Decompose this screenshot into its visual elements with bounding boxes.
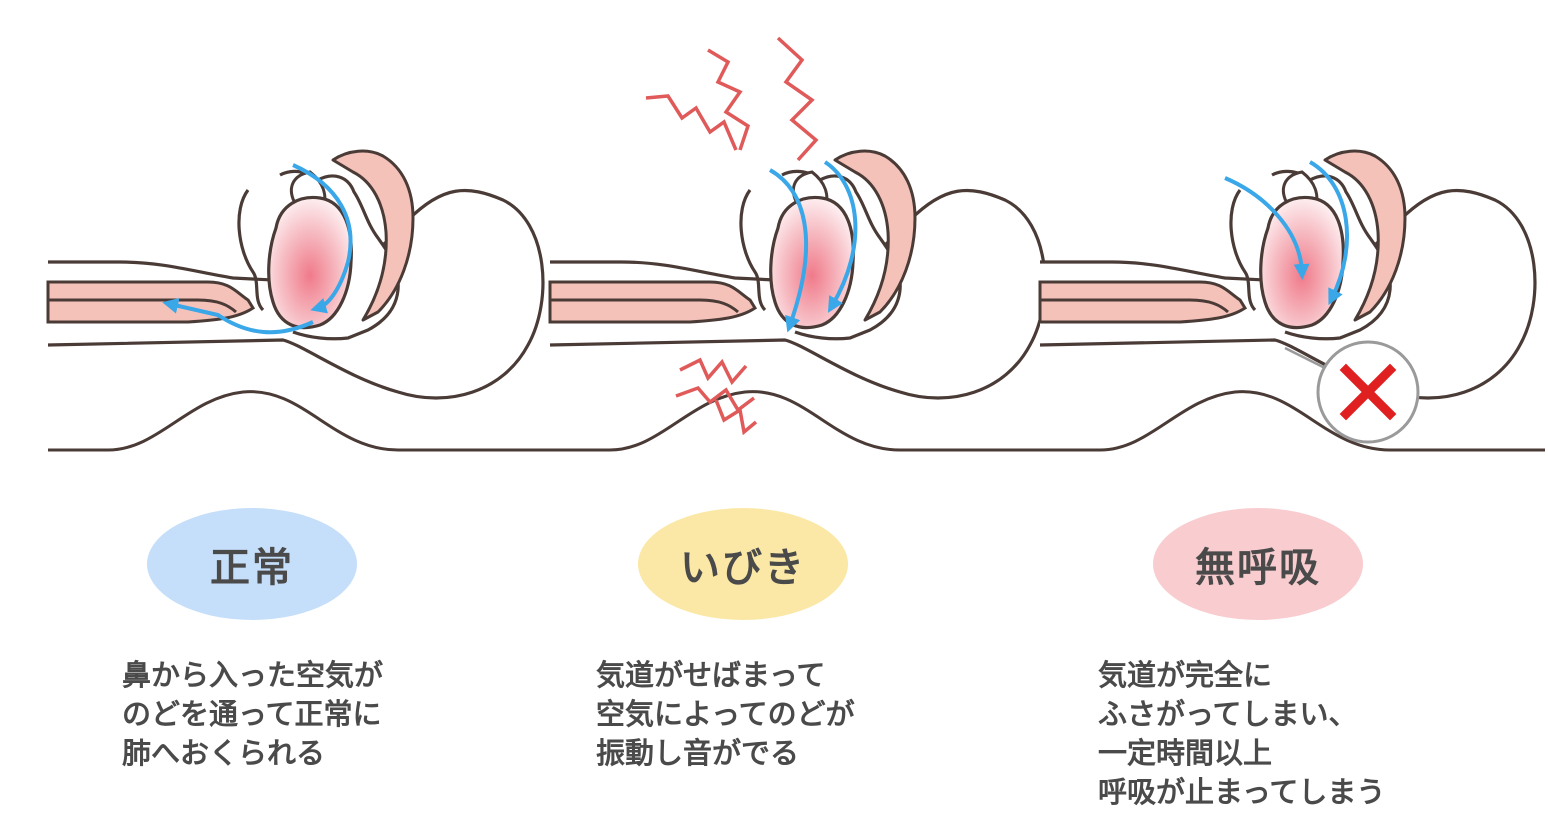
airflow-arrow-lung bbox=[162, 297, 314, 335]
airflow-arrow-apnea-2 bbox=[1308, 160, 1350, 306]
normal-line-2: のどを通って正常に bbox=[122, 697, 382, 731]
snoring-panel: いびき 気道がせばまって 空気によってのどが 振動し音がでる bbox=[490, 470, 1006, 839]
cross-icon bbox=[1339, 363, 1397, 421]
airflow-arrow-snore-1 bbox=[769, 168, 809, 333]
apnea-panel: 無呼吸 気道が完全に ふさがってしまい、 一定時間以上 呼吸が止まってしまう bbox=[1000, 470, 1516, 839]
apnea-line-1: 気道が完全に bbox=[1098, 658, 1273, 692]
snoring-line-2: 空気によってのどが bbox=[596, 697, 855, 731]
snoring-line-3: 振動し音がでる bbox=[596, 736, 800, 770]
snoring-badge: いびき bbox=[638, 508, 848, 620]
normal-line-3: 肺へおくられる bbox=[122, 736, 326, 770]
apnea-line-2: ふさがってしまい、 bbox=[1098, 697, 1358, 731]
airflow-arrow-apnea-1 bbox=[1224, 176, 1310, 280]
apnea-description: 気道が完全に ふさがってしまい、 一定時間以上 呼吸が止まってしまう bbox=[1098, 656, 1385, 812]
snoring-description: 気道がせばまって 空気によってのどが 振動し音がでる bbox=[596, 656, 855, 773]
airflow-arrow-snore-2 bbox=[823, 160, 858, 313]
normal-description: 鼻から入った空気が のどを通って正常に 肺へおくられる bbox=[122, 656, 383, 773]
apnea-line-4: 呼吸が止まってしまう bbox=[1098, 775, 1386, 809]
apnea-line-3: 一定時間以上 bbox=[1098, 736, 1273, 770]
vibration-marks bbox=[645, 36, 819, 436]
normal-illustration bbox=[46, 149, 555, 452]
normal-panel: 正常 鼻から入った空気が のどを通って正常に 肺へおくられる bbox=[0, 470, 516, 839]
apnea-title: 無呼吸 bbox=[1195, 545, 1321, 591]
airflow-arrow-normal bbox=[292, 163, 353, 314]
apnea-illustration bbox=[1038, 149, 1547, 452]
snoring-illustration bbox=[548, 36, 1057, 452]
normal-line-1: 鼻から入った空気が bbox=[122, 658, 384, 692]
apnea-badge: 無呼吸 bbox=[1153, 508, 1363, 620]
snoring-line-1: 気道がせばまって bbox=[596, 658, 826, 692]
snoring-title: いびき bbox=[680, 545, 806, 591]
illustration-area bbox=[46, 36, 1547, 452]
normal-badge: 正常 bbox=[147, 508, 357, 620]
normal-title: 正常 bbox=[210, 545, 294, 591]
